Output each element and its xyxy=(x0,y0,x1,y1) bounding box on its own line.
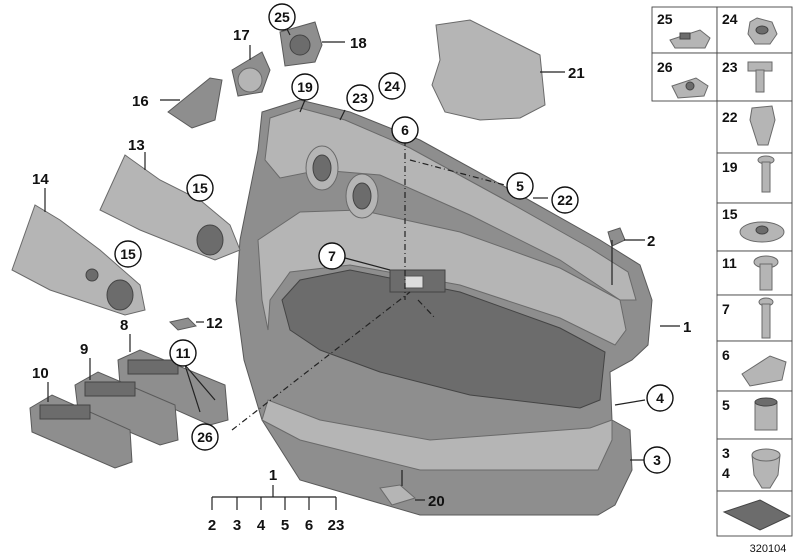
fasteners-table: 25 24 26 23 22 19 15 11 7 6 5 3 4 xyxy=(651,6,793,537)
expanding-rivet-icon xyxy=(749,105,776,146)
table-label-11: 11 xyxy=(722,255,737,271)
label-10: 10 xyxy=(32,365,49,382)
label-3: 3 xyxy=(653,452,661,468)
label-13: 13 xyxy=(128,137,145,154)
arrow-shape-icon xyxy=(722,499,792,531)
spring-clip-icon xyxy=(671,77,709,99)
tree-child: 5 xyxy=(281,517,289,534)
t-bolt-icon xyxy=(747,61,773,93)
reference-number: 320104 xyxy=(750,543,787,555)
label-19: 19 xyxy=(297,79,313,95)
leader-lines xyxy=(44,14,680,501)
door-trim-panel xyxy=(235,99,653,516)
tree-root: 1 xyxy=(269,467,277,484)
table-label-5: 5 xyxy=(722,397,730,413)
table-label-6: 6 xyxy=(722,347,730,363)
tree-child: 4 xyxy=(257,517,266,534)
part-labels: 1 2 17 18 16 13 14 12 8 9 10 20 21 xyxy=(32,27,691,510)
table-label-23: 23 xyxy=(722,59,738,75)
clip-nut-icon xyxy=(669,29,711,49)
assembly-tree: 1 2 3 4 5 6 23 xyxy=(208,467,345,534)
tree-child: 23 xyxy=(328,517,345,534)
tweeter-cover xyxy=(231,51,271,97)
table-label-15: 15 xyxy=(722,206,738,222)
speed-nut-icon xyxy=(753,255,779,291)
trim-panel-upper xyxy=(99,154,241,261)
label-8: 8 xyxy=(120,317,128,334)
label-15-lower: 15 xyxy=(120,246,136,262)
bracket-20 xyxy=(379,484,417,506)
washer-icon xyxy=(739,221,785,243)
table-label-19: 19 xyxy=(722,159,738,175)
label-12: 12 xyxy=(206,315,223,332)
bolt-icon xyxy=(758,297,774,339)
table-label-25: 25 xyxy=(657,11,673,27)
label-5: 5 xyxy=(516,178,524,194)
label-1: 1 xyxy=(683,319,691,336)
switch-panel-8 xyxy=(117,349,229,426)
tree-child: 6 xyxy=(305,517,313,534)
label-22: 22 xyxy=(557,192,573,208)
hex-nut-icon xyxy=(747,17,778,45)
small-clip xyxy=(169,317,197,331)
plug-clip-icon xyxy=(751,448,781,489)
bracket-clip-icon xyxy=(741,355,787,387)
sleeve-icon xyxy=(754,397,778,431)
tree-child: 3 xyxy=(233,517,241,534)
label-25: 25 xyxy=(274,9,290,25)
foam-insert xyxy=(431,19,546,121)
clip-2 xyxy=(607,227,626,247)
trim-panel-lower xyxy=(11,204,146,316)
label-20: 20 xyxy=(428,493,445,510)
tweeter-speaker xyxy=(279,21,323,67)
screw-rivet-icon xyxy=(757,155,775,193)
table-label-3: 3 xyxy=(722,445,730,461)
tree-child: 2 xyxy=(208,517,216,534)
label-4: 4 xyxy=(656,390,664,406)
table-label-7: 7 xyxy=(722,301,730,317)
label-15-upper: 15 xyxy=(192,180,208,196)
label-2: 2 xyxy=(647,233,655,250)
label-9: 9 xyxy=(80,341,88,358)
label-23: 23 xyxy=(352,90,368,106)
mirror-triangle-cover xyxy=(167,77,223,129)
label-26: 26 xyxy=(197,429,213,445)
label-21: 21 xyxy=(568,65,585,82)
table-label-4: 4 xyxy=(722,465,730,481)
table-label-24: 24 xyxy=(722,11,738,27)
label-14: 14 xyxy=(32,171,49,188)
table-label-22: 22 xyxy=(722,109,738,125)
label-7: 7 xyxy=(328,248,336,264)
label-17: 17 xyxy=(233,27,250,44)
label-11: 11 xyxy=(176,345,191,361)
label-18: 18 xyxy=(350,35,367,52)
circled-labels: 25 19 23 24 6 5 22 15 15 7 11 26 4 3 xyxy=(114,3,674,474)
label-24: 24 xyxy=(384,78,400,94)
label-16: 16 xyxy=(132,93,149,110)
label-6: 6 xyxy=(401,122,409,138)
table-label-26: 26 xyxy=(657,59,673,75)
switch-panel-10 xyxy=(29,394,133,469)
